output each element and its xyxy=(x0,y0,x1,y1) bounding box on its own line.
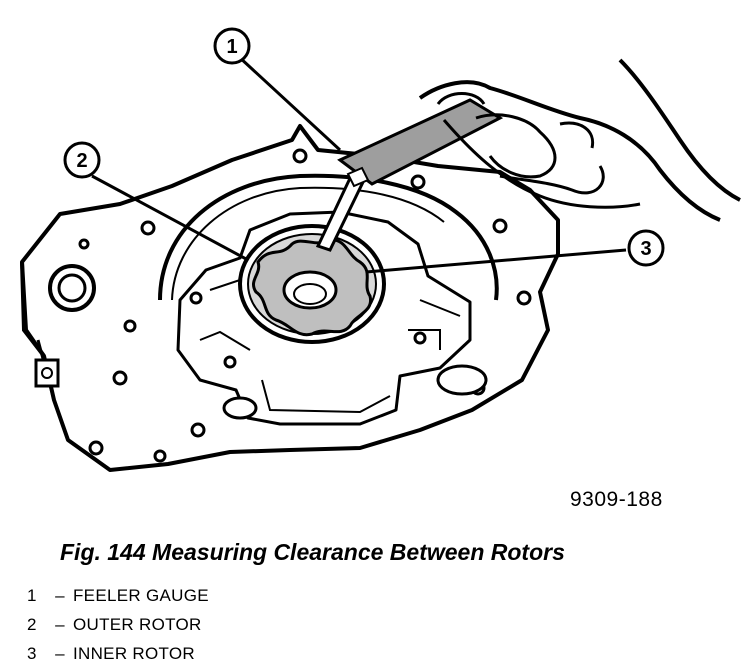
legend-item: 1 – FEELER GAUGE xyxy=(27,581,209,610)
legend-separator: – xyxy=(55,643,65,663)
plate-left-edge xyxy=(20,261,46,358)
callout-2: 2 xyxy=(63,141,101,179)
figure-code: 9309-188 xyxy=(570,488,663,511)
hand xyxy=(418,80,721,222)
legend-number: 2 xyxy=(27,614,37,634)
rotor-clearance-illustration: 1 2 3 xyxy=(20,27,741,472)
legend-item: 2 – OUTER ROTOR xyxy=(27,610,209,639)
legend-separator: – xyxy=(55,585,65,605)
lower-boss xyxy=(436,364,488,396)
legend-separator: – xyxy=(55,614,65,634)
legend-label: OUTER ROTOR xyxy=(73,614,202,634)
legend-label: INNER ROTOR xyxy=(73,643,195,663)
callout-3: 3 xyxy=(627,229,665,267)
callout-1: 1 xyxy=(213,27,251,65)
legend-label: FEELER GAUGE xyxy=(73,585,209,605)
svg-text:3: 3 xyxy=(640,238,651,260)
svg-text:2: 2 xyxy=(76,150,87,172)
legend-item: 3 – INNER ROTOR xyxy=(27,639,209,668)
legend-number: 3 xyxy=(27,643,37,663)
legend-list: 1 – FEELER GAUGE 2 – OUTER ROTOR 3 – INN… xyxy=(27,581,209,668)
figure-caption: Fig. 144 Measuring Clearance Between Rot… xyxy=(60,539,565,565)
svg-text:1: 1 xyxy=(226,36,237,58)
legend-number: 1 xyxy=(27,585,37,605)
